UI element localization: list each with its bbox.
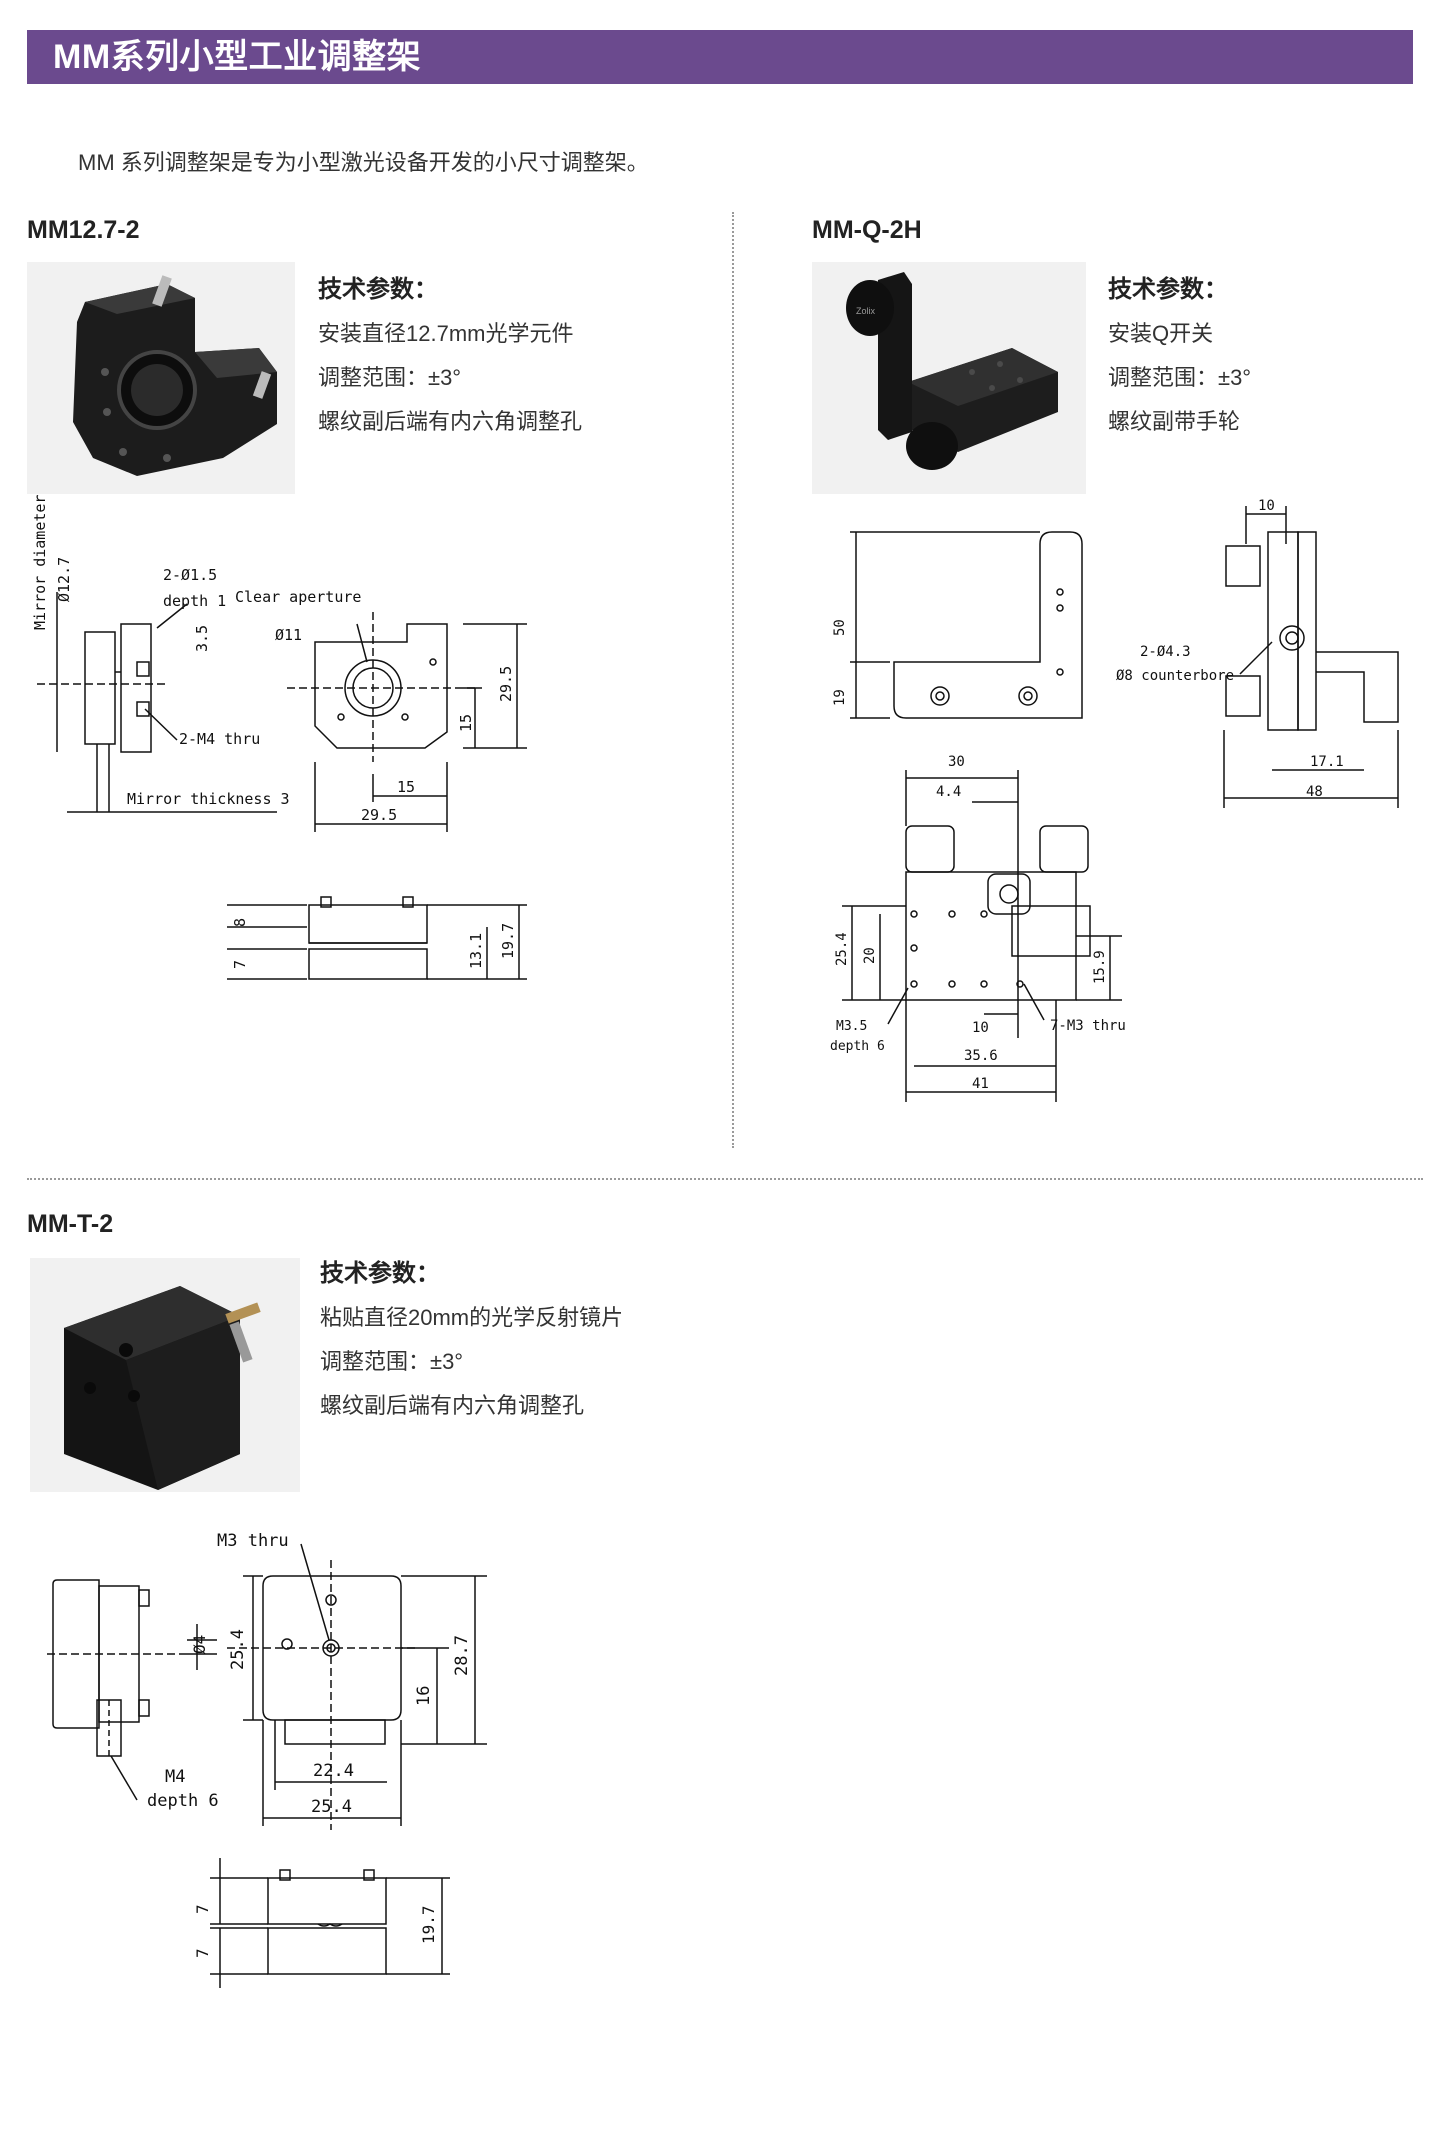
spec-item: 调整范围：±3° xyxy=(1108,365,1252,390)
drawing-label: 16 xyxy=(414,1686,434,1706)
title-banner: MM系列小型工业调整架 xyxy=(27,30,1413,84)
product-photo-mm-q-2h: Zolix xyxy=(812,262,1086,494)
spec-item: 安装直径12.7mm光学元件 xyxy=(318,321,574,346)
drawing-label: 15 xyxy=(397,778,415,796)
drawing-mm-q-2h-side-dims: 17.1 48 xyxy=(1306,754,1344,800)
drawing-label: 25.4 xyxy=(228,1629,248,1670)
drawing-label: 48 xyxy=(1306,784,1323,800)
drawing-label: 41 xyxy=(972,1076,989,1092)
drawing-label: 7 xyxy=(193,1948,212,1958)
vertical-divider xyxy=(732,212,734,1148)
spec-item: 螺纹副带手轮 xyxy=(1108,409,1241,434)
drawing-label: Mirror diameter xyxy=(31,495,49,630)
drawing-label: 19.7 xyxy=(499,923,517,959)
drawing-label: 2-M4 thru xyxy=(179,730,260,748)
drawing-mm-q-2h-top: 30 4.4 25.4 20 15.9 M3.5 depth 6 10 7-M3… xyxy=(830,754,1126,1102)
drawing-label: 2-Ø4.3 xyxy=(1140,644,1191,660)
drawing-mm-t-2-front-side: M3 thru Ø4 25.4 16 28.7 M4 depth 6 22.4 … xyxy=(47,1531,487,1830)
drawing-label: depth 1 xyxy=(163,592,226,610)
drawing-label: 35.6 xyxy=(964,1048,998,1064)
page-title: MM系列小型工业调整架 xyxy=(53,38,422,76)
drawing-label: 15 xyxy=(457,714,475,732)
spec-item: 安装Q开关 xyxy=(1108,321,1214,346)
drawing-label: 2-Ø1.5 xyxy=(163,566,217,584)
drawing-label: depth 6 xyxy=(830,1039,885,1054)
drawing-label: 20 xyxy=(862,947,878,964)
drawing-label: Ø4 xyxy=(190,1635,209,1654)
drawing-label: depth 6 xyxy=(147,1791,219,1811)
drawing-label: 50 xyxy=(832,619,848,636)
drawing-label: 19.7 xyxy=(419,1905,438,1944)
drawing-label: 10 xyxy=(1258,498,1275,514)
spec-item: 螺纹副后端有内六角调整孔 xyxy=(318,409,583,434)
brand-logo: Zolix xyxy=(856,306,876,316)
spec-item: 螺纹副后端有内六角调整孔 xyxy=(320,1393,585,1418)
intro-text: MM 系列调整架是专为小型激光设备开发的小尺寸调整架。 xyxy=(78,150,649,175)
drawing-label: 25.4 xyxy=(834,932,850,966)
drawing-label: Mirror thickness 3 xyxy=(127,790,290,808)
drawing-mm-t-2-top: 7 7 19.7 xyxy=(193,1858,450,1988)
product-photo-mm-t-2 xyxy=(30,1258,300,1492)
drawing-label: 3.5 xyxy=(193,625,211,652)
product-photo-mm12-7-2 xyxy=(27,262,295,494)
drawing-label: M3 thru xyxy=(217,1531,289,1551)
drawing-label: 4.4 xyxy=(936,784,961,800)
spec-item: 调整范围：±3° xyxy=(318,365,462,390)
spec-item: 调整范围：±3° xyxy=(320,1349,464,1374)
drawing-label: 28.7 xyxy=(452,1635,472,1676)
drawing-mm-q-2h-side: 50 19 10 2-Ø4.3 Ø8 counterbore xyxy=(832,498,1399,808)
drawing-label: 7 xyxy=(231,960,249,969)
drawing-mm12-7-2-front-side: Mirror diameter Ø12.7 2-Ø1.5 depth 1 3.5… xyxy=(31,495,527,832)
drawing-label: 17.1 xyxy=(1310,754,1344,770)
spec-block-mm-t-2: 技术参数： 粘贴直径20mm的光学反射镜片 调整范围：±3° 螺纹副后端有内六角… xyxy=(320,1252,623,1428)
drawing-label: M3.5 xyxy=(836,1019,867,1034)
spec-heading: 技术参数： xyxy=(320,1260,440,1287)
drawing-label: 29.5 xyxy=(497,666,515,702)
drawing-label: 13.1 xyxy=(467,933,485,969)
drawing-label: Ø12.7 xyxy=(55,557,73,602)
drawing-label: 8 xyxy=(231,918,249,927)
drawing-label: 15.9 xyxy=(1092,950,1108,984)
drawing-label: 10 xyxy=(972,1020,989,1036)
drawing-label: 7-M3 thru xyxy=(1050,1018,1126,1034)
spec-heading: 技术参数： xyxy=(1108,276,1228,303)
horizontal-divider xyxy=(27,1178,1423,1180)
spec-block-mm-q-2h: 技术参数： 安装Q开关 调整范围：±3° 螺纹副带手轮 xyxy=(1108,268,1251,444)
drawing-label: 22.4 xyxy=(313,1761,354,1781)
model-title-mm-q-2h: MM-Q-2H xyxy=(812,216,922,244)
spec-item: 粘贴直径20mm的光学反射镜片 xyxy=(320,1305,624,1330)
drawing-label: 30 xyxy=(948,754,965,770)
drawing-label: 7 xyxy=(193,1904,212,1914)
drawing-label: M4 xyxy=(165,1767,185,1787)
drawing-label: 19 xyxy=(832,689,848,706)
drawing-label: Ø11 xyxy=(275,626,302,644)
spec-block-mm12-7-2: 技术参数： 安装直径12.7mm光学元件 调整范围：±3° 螺纹副后端有内六角调… xyxy=(318,268,582,444)
spec-heading: 技术参数： xyxy=(318,276,438,303)
drawing-label: 29.5 xyxy=(361,806,397,824)
drawing-mm12-7-2-top: 8 7 13.1 19.7 xyxy=(227,896,527,980)
drawing-label: Clear aperture xyxy=(235,588,361,606)
drawing-label: Ø8 counterbore xyxy=(1116,668,1234,684)
model-title-mm-t-2: MM-T-2 xyxy=(27,1210,114,1238)
model-title-mm12-7-2: MM12.7-2 xyxy=(27,216,140,244)
drawing-label: 25.4 xyxy=(311,1797,352,1817)
